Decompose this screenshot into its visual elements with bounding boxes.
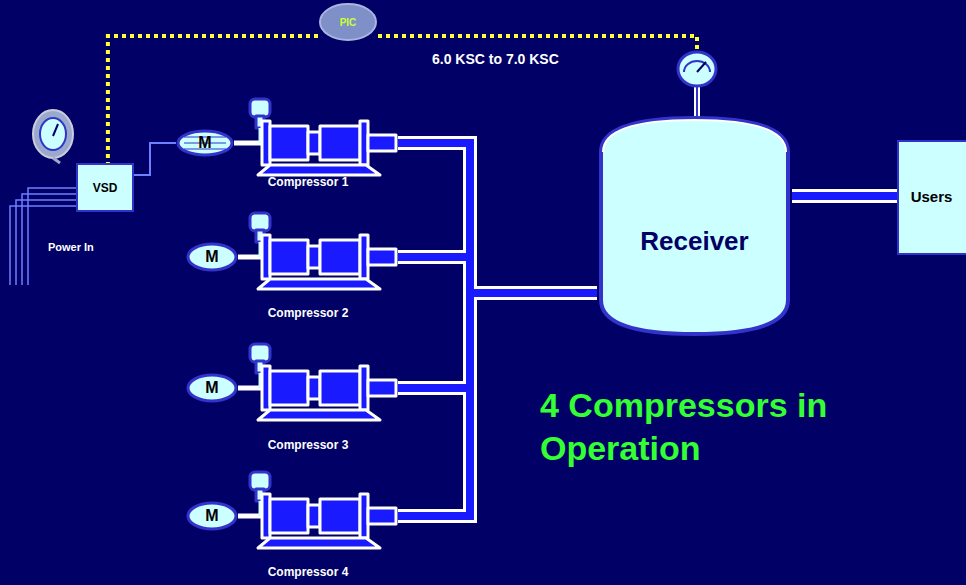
meter-needle: [53, 124, 58, 136]
power-wires: [10, 188, 76, 285]
controller-oval-label: PIC: [340, 17, 357, 28]
motor-circle: M: [176, 129, 234, 157]
drive-shaft: [234, 141, 238, 146]
signal-line: [108, 36, 318, 163]
gauge-stem: [696, 86, 698, 118]
motor-circle-label: M: [205, 248, 218, 266]
receiver-vessel-label: Receiver: [640, 226, 748, 257]
drive-box: VSD: [76, 163, 134, 212]
power-label: Power In: [48, 241, 94, 255]
gauge-needle: [697, 62, 706, 72]
users-box-label: Users: [897, 188, 966, 205]
signal-line: [378, 36, 697, 50]
compressor: Compressor 1: [238, 91, 398, 216]
motor-circle: M: [186, 242, 238, 272]
pressure-range: 6.0 KSC to 7.0 KSC: [432, 51, 559, 69]
meter-lead: [53, 158, 60, 163]
air-pipe: [398, 293, 597, 388]
compressor-label: Compressor 4: [238, 565, 378, 579]
air-pipe: [792, 192, 897, 200]
compressor-label: Compressor 1: [238, 175, 378, 189]
pipe-outline: [398, 143, 597, 293]
compressor-label: Compressor 2: [238, 306, 378, 320]
motor-circle: M: [186, 501, 238, 531]
receiver-vessel: Receiver: [597, 110, 792, 342]
motor-circle-label: M: [198, 134, 211, 152]
gauge-scale: [684, 61, 710, 72]
motor-circle-label: M: [205, 379, 218, 397]
drive-box-label: VSD: [93, 181, 118, 195]
motor-circle: M: [186, 373, 238, 403]
compressor: Compressor 2: [238, 205, 398, 330]
air-pipe: [398, 257, 597, 293]
controller-oval: PIC: [318, 2, 378, 42]
gauge-stem: [694, 86, 700, 118]
compressor-label: Compressor 3: [238, 438, 378, 452]
compressor: Compressor 3: [238, 336, 398, 461]
meter-icon: [40, 118, 66, 150]
pipe-outline: [398, 293, 597, 388]
air-pipe: [398, 143, 597, 293]
users-box: Users: [897, 140, 966, 255]
motor-circle-label: M: [205, 507, 218, 525]
pressure-gauge: [678, 52, 716, 86]
compressor-outline: [238, 91, 398, 216]
compressor: Compressor 4: [238, 464, 398, 584]
meter-icon: [33, 110, 73, 158]
pipe-outline: [792, 189, 897, 203]
power-cable: [134, 143, 176, 175]
status-note: 4 Compressors in Operation: [540, 384, 930, 469]
